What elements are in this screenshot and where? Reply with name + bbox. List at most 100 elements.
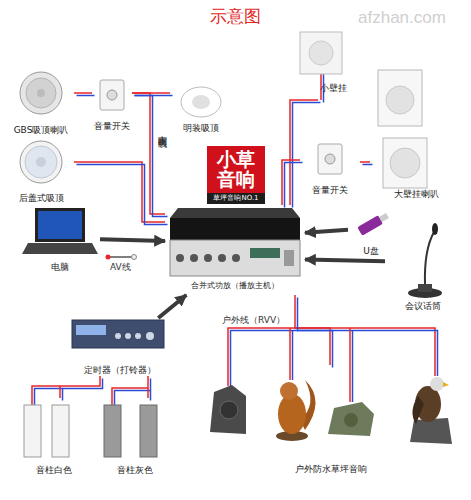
wire-label: AV线 <box>110 261 131 274</box>
av-plug <box>132 255 137 260</box>
ceiling-speaker-icon <box>20 141 62 183</box>
knob <box>190 254 198 262</box>
node-label: 后盖式吸顶 <box>8 192 74 204</box>
av-cable <box>108 256 134 258</box>
signal-arrow <box>305 230 348 233</box>
wire <box>289 328 291 380</box>
speaker-wire <box>148 376 151 401</box>
button <box>115 333 121 339</box>
column-gray <box>104 405 121 457</box>
usb-plug <box>379 213 389 222</box>
laptop-display <box>38 211 82 239</box>
button <box>135 333 141 339</box>
node-label: 电脑 <box>20 261 100 273</box>
speaker-wire <box>295 295 333 368</box>
knob <box>218 254 226 262</box>
wire-red <box>360 161 370 163</box>
rock-speaker <box>210 385 246 434</box>
wire <box>228 328 435 386</box>
microphone: 会议话筒 <box>385 222 460 312</box>
button <box>125 333 131 339</box>
arrow-line <box>158 295 186 318</box>
node-label: 音柱白色 <box>18 464 90 476</box>
wall-speaker: 大壁挂喇叭 <box>370 134 462 200</box>
wire-red <box>74 162 165 222</box>
timer-screen <box>76 325 106 335</box>
speaker-grille <box>390 148 420 178</box>
node-label: GBS吸顶喇叭 <box>8 124 74 136</box>
box-speaker-icon <box>300 32 342 74</box>
amplifier-body <box>170 218 300 240</box>
column-white <box>24 405 41 457</box>
wire-blue <box>63 379 103 401</box>
node-label: 会议话筒 <box>385 300 460 312</box>
wall-speaker: 小壁挂 <box>318 70 428 130</box>
wire-blue <box>77 165 168 225</box>
node-label: 音柱灰色 <box>98 464 172 476</box>
node-label: 小草 音响 <box>207 149 265 189</box>
volume-switch: 音量开关 <box>92 78 132 132</box>
wire <box>352 331 354 403</box>
wall-speaker-icon <box>383 138 427 188</box>
wire-blue <box>150 379 152 401</box>
speaker-grille <box>309 41 333 65</box>
wire-blue <box>135 96 168 217</box>
node-label: 草坪音响NO.1 <box>207 193 265 204</box>
amplifier-panel <box>170 240 300 276</box>
speaker-wire <box>132 93 168 217</box>
switch-knob <box>107 90 117 100</box>
button <box>146 332 154 340</box>
wire-red <box>132 93 165 214</box>
signal-arrow <box>305 260 385 262</box>
usb-body <box>357 215 383 236</box>
wire <box>32 74 438 405</box>
squirrel-body <box>278 394 306 434</box>
wire-blue <box>77 95 95 97</box>
wire <box>115 391 151 406</box>
wire <box>349 328 351 402</box>
amplifier-top <box>170 208 300 218</box>
wire-red <box>74 92 92 94</box>
ceiling-speaker: 后盖式吸顶 <box>8 138 74 204</box>
arrow-line <box>305 230 348 233</box>
switch-plate <box>318 144 342 174</box>
node-label: 大壁挂喇叭 <box>370 188 462 200</box>
speaker-center <box>36 157 46 167</box>
laptop-screen <box>35 208 85 242</box>
speaker-grille <box>26 78 56 108</box>
speaker-wire <box>74 162 168 225</box>
column-white <box>52 405 69 457</box>
column-gray <box>140 405 157 457</box>
speaker-grille <box>25 146 57 178</box>
rock-speaker <box>328 402 374 436</box>
arrow-line <box>100 239 165 241</box>
timer-icon <box>72 320 164 348</box>
node-label: 小壁挂 <box>320 82 347 94</box>
speaker-grille <box>220 401 238 419</box>
usb-drive: U盘 <box>348 205 394 257</box>
brand-logo: 小草 音响草坪音响NO.1 <box>207 146 265 204</box>
usb-icon <box>357 211 390 236</box>
column-speaker: 音柱灰色 <box>98 398 172 476</box>
speaker-grille <box>192 95 210 109</box>
wire-label: 室内喇叭线 <box>156 128 169 133</box>
speaker-wire <box>60 376 103 401</box>
wire-label: 户外线（RVV） <box>222 314 285 327</box>
knob <box>204 254 212 262</box>
speaker-grille <box>386 86 414 114</box>
speaker-center <box>37 89 45 97</box>
eagle-beak <box>443 382 449 387</box>
wall-speaker-icon <box>378 70 422 126</box>
knob <box>176 254 184 262</box>
mic-base <box>418 284 432 292</box>
signal-arrow <box>158 295 186 318</box>
ceiling-speaker: GBS吸顶喇叭 <box>8 70 74 136</box>
wire-red <box>60 376 100 398</box>
squirrel-head <box>280 382 298 400</box>
timer: 定时器（打铃器） <box>65 318 175 376</box>
wire <box>231 331 438 387</box>
knob <box>232 254 240 262</box>
eagle-wing <box>412 396 424 424</box>
display <box>250 248 280 258</box>
